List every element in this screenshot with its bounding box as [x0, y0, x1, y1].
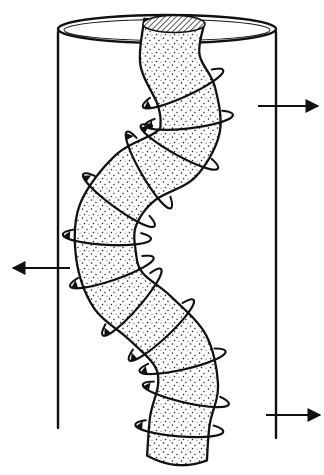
coil-turn-back-arc: [222, 110, 233, 117]
coil-turn-back-arc: [141, 233, 151, 239]
coil-turn-back-arc: [146, 216, 157, 226]
coil-turn-back-arc: [219, 397, 230, 405]
coil-turn-back-arc: [150, 266, 161, 277]
coil-turn-back-arc: [209, 159, 220, 169]
coil-turn-back-arc: [213, 426, 223, 432]
coil-turn-back-arc: [215, 346, 226, 354]
coil-turn-back-arc: [142, 253, 153, 261]
rod-top-cap-hatched: [143, 16, 205, 33]
